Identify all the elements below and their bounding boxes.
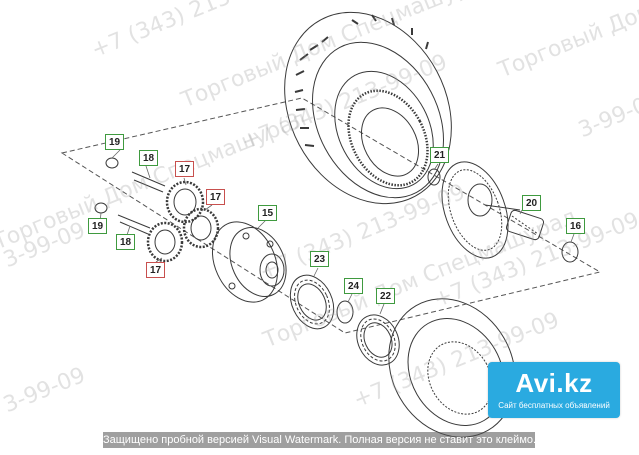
ring-gear [441, 161, 509, 259]
planet-carrier [212, 221, 287, 303]
callout-20: 20 [522, 195, 541, 211]
callout-19-lower: 19 [88, 218, 107, 234]
avi-logo-badge: Avi.kz Сайт бесплатных объявлений [488, 362, 620, 418]
trial-watermark-notice: Защищено пробной версией Visual Watermar… [103, 432, 535, 448]
callout-21: 21 [430, 147, 449, 163]
snap-ring-24 [336, 300, 354, 324]
avi-logo-text: Avi.kz [515, 368, 593, 398]
ring-19-upper [105, 157, 119, 169]
dashed-assembly-frame [60, 97, 602, 334]
snap-ring-16 [561, 241, 579, 263]
bearing-23 [289, 274, 335, 330]
callout-18-upper: 18 [139, 150, 158, 166]
wheel-hub-top [284, 11, 452, 205]
callout-17-bottom: 17 [146, 262, 165, 278]
callout-19-upper: 19 [105, 134, 124, 150]
callout-23: 23 [310, 251, 329, 267]
ring-19-lower [94, 202, 108, 214]
callout-17-top: 17 [175, 161, 194, 177]
callout-22: 22 [376, 288, 395, 304]
pin-18-lower [117, 214, 151, 235]
pin-18-upper [131, 171, 166, 193]
pinion-shaft [484, 204, 545, 241]
callout-24: 24 [344, 278, 363, 294]
callout-15: 15 [258, 205, 277, 221]
bearing-22 [356, 314, 400, 366]
callout-17-middle: 17 [206, 189, 225, 205]
callout-18-lower: 18 [116, 234, 135, 250]
snap-ring-21 [427, 168, 441, 186]
wheel-hub-bottom [388, 298, 516, 438]
avi-logo-tagline: Сайт бесплатных объявлений [498, 401, 610, 410]
callout-16: 16 [566, 218, 585, 234]
